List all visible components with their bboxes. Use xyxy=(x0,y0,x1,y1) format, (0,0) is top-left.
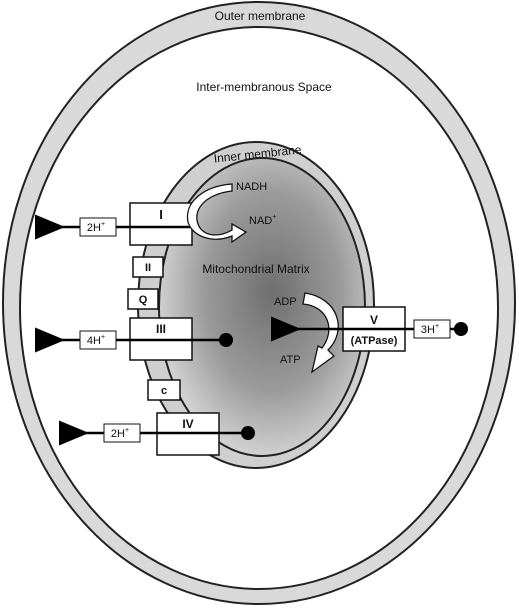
atp-label: ATP xyxy=(280,354,301,366)
complex-iv-label: IV xyxy=(182,417,193,431)
outer-membrane-label: Outer membrane xyxy=(215,9,306,23)
complex-iii-dot xyxy=(219,333,233,347)
complex-i-box xyxy=(129,202,193,246)
complex-iii-label: III xyxy=(156,322,166,336)
complex-v-proton-label: 3H+ xyxy=(421,323,439,336)
complex-iv-proton-box xyxy=(103,423,141,443)
nad-label: NAD+ xyxy=(249,214,276,227)
adp-label: ADP xyxy=(274,296,297,308)
complex-v-sublabel: (ATPase) xyxy=(351,335,398,347)
intermembrane-space-label: Inter-membranous Space xyxy=(196,80,332,94)
complex-ii-label: II xyxy=(145,262,151,274)
complex-ii-box xyxy=(132,256,164,278)
complex-v-dot xyxy=(454,322,468,336)
complex-iv-dot xyxy=(241,426,255,440)
complex-iii-proton-box xyxy=(79,330,117,350)
nadh-label: NADH xyxy=(236,181,267,193)
coenzyme-q-label: Q xyxy=(139,294,148,306)
complex-i-label: I xyxy=(159,207,163,222)
adp-to-atp-arrow xyxy=(302,292,339,374)
complex-v-label: V xyxy=(370,313,378,327)
mitochondrial-matrix-label: Mitochondrial Matrix xyxy=(202,262,309,276)
complex-iii-proton-label: 4H+ xyxy=(87,334,105,347)
coenzyme-q-box xyxy=(127,288,159,310)
complex-i-proton-label: 2H+ xyxy=(87,221,105,234)
nadh-to-nad-arrow xyxy=(186,183,248,244)
cytochrome-c-label: c xyxy=(161,385,167,397)
complex-v-proton-box xyxy=(413,319,451,339)
cytochrome-c-box xyxy=(147,379,181,401)
complex-iv-proton-label: 2H+ xyxy=(111,427,129,440)
complex-i-proton-box xyxy=(79,217,117,237)
